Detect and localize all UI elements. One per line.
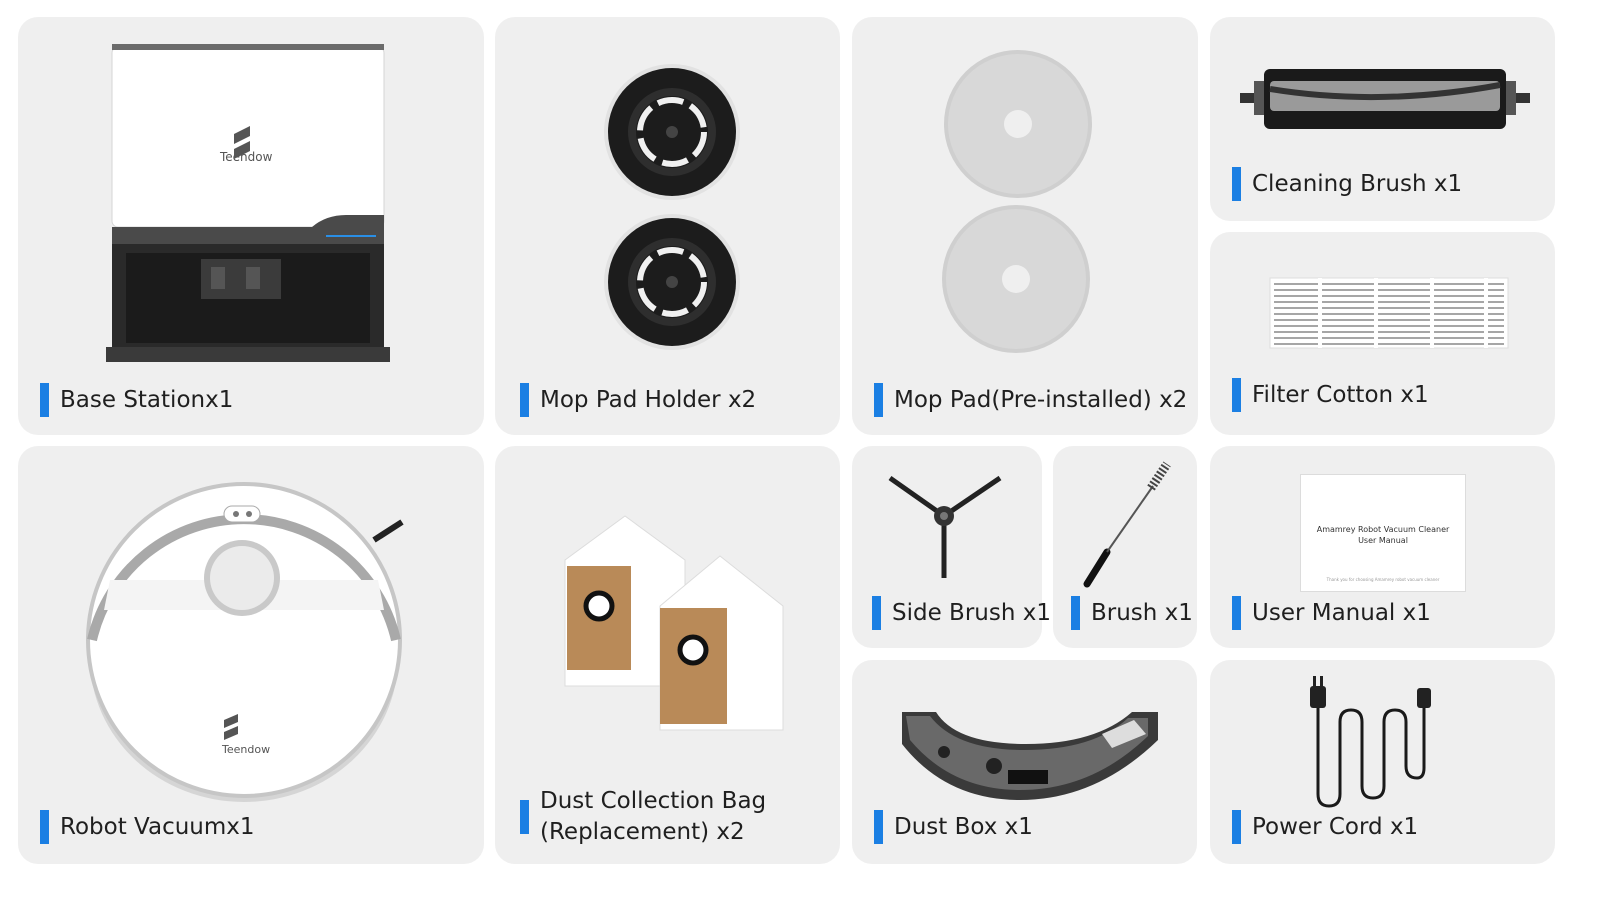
manual-title-line2: User Manual: [1358, 536, 1408, 545]
dust-box-icon: [902, 712, 1158, 800]
accent-bar: [520, 383, 529, 417]
item-card-side-brush: Side Brush x1: [852, 446, 1051, 648]
brand-logo-text: Teendow: [222, 743, 271, 756]
accent-bar: [40, 383, 49, 417]
item-label-text: Filter Cotton x1: [1252, 382, 1429, 408]
item-card-dust-box: Dust Box x1: [852, 660, 1197, 864]
item-label-text: User Manual x1: [1252, 600, 1431, 626]
accent-bar: [520, 800, 529, 834]
item-label-text: Dust Box x1: [894, 814, 1033, 840]
brand-logo-text: Teendow: [220, 150, 273, 164]
item-card-mop-pad: Mop Pad(Pre-installed) x2: [852, 17, 1198, 435]
item-label-line1: Dust Collection Bag: [540, 788, 767, 814]
base-station-icon: [106, 44, 390, 362]
mop-pad-holder-icon: [604, 64, 740, 350]
item-label: Mop Pad Holder x2: [520, 383, 756, 417]
power-cord-icon: [1310, 676, 1431, 808]
item-label: Dust Box x1: [874, 810, 1033, 844]
item-label-text: Robot Vacuumx1: [60, 814, 255, 840]
item-label: Cleaning Brush x1: [1232, 167, 1462, 201]
accent-bar: [874, 383, 883, 417]
manual-title-line1: Amamrey Robot Vacuum Cleaner: [1316, 525, 1450, 534]
accent-bar: [1071, 596, 1080, 630]
accent-bar: [40, 810, 49, 844]
item-card-brush: Brush x1: [1053, 446, 1197, 648]
item-label-text: Power Cord x1: [1252, 814, 1419, 840]
item-card-user-manual: Amamrey Robot Vacuum Cleaner User Manual…: [1210, 446, 1555, 648]
item-card-cleaning-brush: Cleaning Brush x1: [1210, 17, 1555, 221]
item-card-dust-bag: Dust Collection Bag (Replacement) x2: [495, 446, 840, 864]
item-label-text: Mop Pad Holder x2: [540, 387, 757, 413]
item-label: Brush x1: [1071, 596, 1193, 630]
manual-footer: Thank you for choosing Amamrey robot vac…: [1326, 577, 1440, 582]
brush-icon: [1083, 461, 1171, 588]
item-label-text: Base Stationx1: [60, 387, 234, 413]
accent-bar: [1232, 378, 1241, 412]
item-label-text: Dust Collection Bag (Replacement) x2: [540, 786, 800, 848]
item-card-base-station: Teendow Base Stationx1: [18, 17, 484, 435]
item-label-text: Side Brush x1: [892, 600, 1051, 626]
item-label: Base Stationx1: [40, 383, 233, 417]
cleaning-brush-icon: [1240, 69, 1530, 129]
mop-pad-icon: [942, 50, 1092, 353]
filter-cotton-icon: [1269, 277, 1509, 349]
item-label: Robot Vacuumx1: [40, 810, 255, 844]
item-label: Dust Collection Bag (Replacement) x2: [520, 786, 800, 848]
item-card-filter-cotton: Filter Cotton x1: [1210, 232, 1555, 435]
user-manual-icon: Amamrey Robot Vacuum Cleaner User Manual…: [1300, 474, 1466, 592]
accent-bar: [1232, 167, 1241, 201]
side-brush-icon: [888, 475, 1002, 578]
dust-bag-icon: [564, 515, 784, 731]
robot-vacuum-icon: [86, 482, 404, 802]
item-label-line2: (Replacement) x2: [540, 819, 745, 845]
accent-bar: [1232, 596, 1241, 630]
item-label-text: Mop Pad(Pre-installed) x2: [894, 387, 1188, 413]
item-card-power-cord: Power Cord x1: [1210, 660, 1555, 864]
accent-bar: [1232, 810, 1241, 844]
item-label: Mop Pad(Pre-installed) x2: [874, 383, 1187, 417]
item-label-text: Brush x1: [1091, 600, 1193, 626]
item-card-mop-pad-holder: Mop Pad Holder x2: [495, 17, 840, 435]
accent-bar: [874, 810, 883, 844]
item-label: Filter Cotton x1: [1232, 378, 1429, 412]
item-label: Side Brush x1: [872, 596, 1051, 630]
item-label-text: Cleaning Brush x1: [1252, 171, 1463, 197]
item-card-robot-vacuum: Teendow Robot Vacuumx1: [18, 446, 484, 864]
item-label: Power Cord x1: [1232, 810, 1418, 844]
item-label: User Manual x1: [1232, 596, 1431, 630]
accent-bar: [872, 596, 881, 630]
